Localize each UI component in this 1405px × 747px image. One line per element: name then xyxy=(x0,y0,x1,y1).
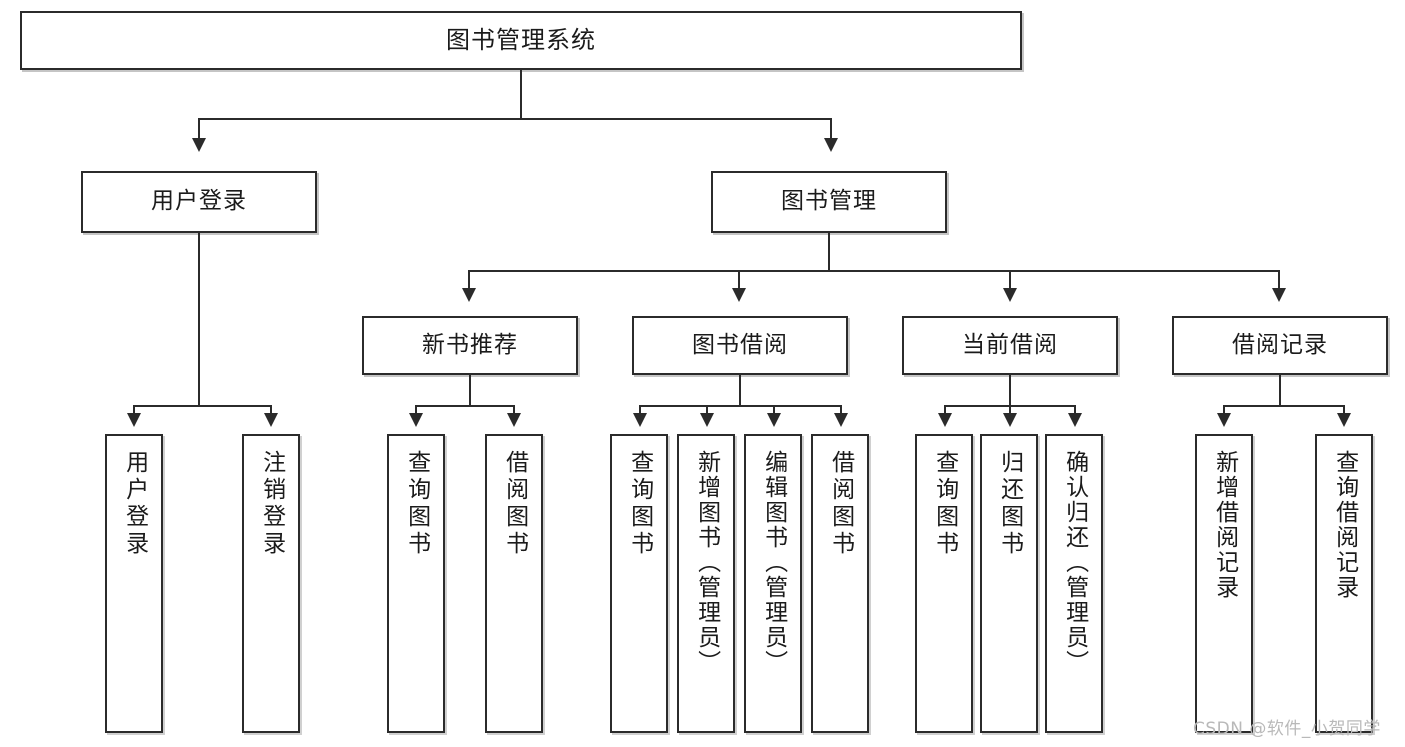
arrowhead-leaf-query-book-3 xyxy=(938,413,952,427)
node-label: 借阅记录 xyxy=(1232,331,1328,358)
node-label: 用户登录 xyxy=(151,188,247,215)
connector-root-drop-left xyxy=(198,118,200,140)
arrowhead-leaf-query-record xyxy=(1337,413,1351,427)
leaf-add-book-admin[interactable]: 新增图书（管理员） xyxy=(677,434,735,733)
leaf-borrow-book-newbook[interactable]: 借阅图书 xyxy=(485,434,543,733)
node-user-login[interactable]: 用户登录 xyxy=(81,171,317,233)
connector-userlogin-stem xyxy=(198,233,200,406)
connector-bookmgmt-stem xyxy=(828,233,830,271)
node-new-book-recommend[interactable]: 新书推荐 xyxy=(362,316,578,375)
arrowhead-leaf-add-book xyxy=(700,413,714,427)
node-root-system[interactable]: 图书管理系统 xyxy=(20,11,1022,70)
node-label: 图书管理 xyxy=(781,188,877,215)
leaf-return-book[interactable]: 归还图书 xyxy=(980,434,1038,733)
arrowhead-to-new-book xyxy=(462,288,476,302)
leaf-query-borrow-record[interactable]: 查询借阅记录 xyxy=(1315,434,1373,733)
leaf-label: 查询图书 xyxy=(931,450,958,558)
connector-root-bus xyxy=(198,118,831,120)
arrowhead-leaf-query-book-2 xyxy=(633,413,647,427)
arrowhead-leaf-add-record xyxy=(1217,413,1231,427)
arrowhead-leaf-edit-book xyxy=(767,413,781,427)
arrowhead-to-current-borrow xyxy=(1003,288,1017,302)
connector-bookborrow-drop-4 xyxy=(840,405,842,415)
leaf-label: 编辑图书（管理员） xyxy=(760,450,787,675)
connector-userlogin-bus xyxy=(133,405,270,407)
leaf-query-book-newbook[interactable]: 查询图书 xyxy=(387,434,445,733)
connector-bookborrow-drop-1 xyxy=(639,405,641,415)
connector-level3-drop-1 xyxy=(468,270,470,290)
leaf-label: 查询图书 xyxy=(626,450,653,558)
leaf-label: 新增借阅记录 xyxy=(1211,450,1238,600)
arrowhead-leaf-confirm-return xyxy=(1068,413,1082,427)
leaf-label: 查询借阅记录 xyxy=(1331,450,1358,600)
leaf-query-book-current[interactable]: 查询图书 xyxy=(915,434,973,733)
arrowhead-leaf-logout xyxy=(264,413,278,427)
leaf-borrow-book[interactable]: 借阅图书 xyxy=(811,434,869,733)
arrowhead-leaf-query-book-1 xyxy=(409,413,423,427)
leaf-label: 借阅图书 xyxy=(501,450,528,558)
connector-root-stem xyxy=(520,70,522,119)
connector-borrowrecord-drop-1 xyxy=(1223,405,1225,415)
connector-userlogin-drop-1 xyxy=(133,405,135,415)
connector-newbook-drop-2 xyxy=(513,405,515,415)
connector-newbook-bus xyxy=(415,405,514,407)
leaf-confirm-return-admin[interactable]: 确认归还（管理员） xyxy=(1045,434,1103,733)
node-label: 图书管理系统 xyxy=(446,26,596,55)
leaf-logout[interactable]: 注销登录 xyxy=(242,434,300,733)
arrowhead-leaf-borrow-book-1 xyxy=(507,413,521,427)
connector-level3-drop-3 xyxy=(1009,270,1011,290)
connector-bookborrow-drop-3 xyxy=(773,405,775,415)
arrowhead-leaf-borrow-book-2 xyxy=(834,413,848,427)
arrowhead-to-book-manage xyxy=(824,138,838,152)
arrowhead-leaf-return-book xyxy=(1003,413,1017,427)
leaf-label: 注销登录 xyxy=(258,450,285,558)
node-borrow-record[interactable]: 借阅记录 xyxy=(1172,316,1388,375)
connector-bookborrow-stem xyxy=(739,375,741,406)
connector-root-drop-right xyxy=(830,118,832,140)
leaf-label: 归还图书 xyxy=(996,450,1023,558)
leaf-label: 借阅图书 xyxy=(827,450,854,558)
leaf-label: 用户登录 xyxy=(121,450,148,558)
connector-currentborrow-drop-3 xyxy=(1074,405,1076,415)
connector-borrowrecord-drop-2 xyxy=(1343,405,1345,415)
connector-newbook-drop-1 xyxy=(415,405,417,415)
node-current-borrow[interactable]: 当前借阅 xyxy=(902,316,1118,375)
arrowhead-to-book-borrow xyxy=(732,288,746,302)
leaf-label: 查询图书 xyxy=(403,450,430,558)
node-label: 当前借阅 xyxy=(962,331,1058,358)
connector-level3-drop-2 xyxy=(738,270,740,290)
arrowhead-to-borrow-record xyxy=(1272,288,1286,302)
connector-borrowrecord-bus xyxy=(1223,405,1344,407)
arrowhead-leaf-user-login xyxy=(127,413,141,427)
connector-newbook-stem xyxy=(469,375,471,406)
connector-userlogin-drop-2 xyxy=(270,405,272,415)
connector-bookborrow-drop-2 xyxy=(706,405,708,415)
node-label: 图书借阅 xyxy=(692,331,788,358)
leaf-edit-book-admin[interactable]: 编辑图书（管理员） xyxy=(744,434,802,733)
leaf-label: 新增图书（管理员） xyxy=(693,450,720,675)
leaf-query-book-borrow[interactable]: 查询图书 xyxy=(610,434,668,733)
connector-bookborrow-bus xyxy=(639,405,841,407)
connector-currentborrow-drop-1 xyxy=(944,405,946,415)
arrowhead-to-user-login xyxy=(192,138,206,152)
connector-level3-drop-4 xyxy=(1278,270,1280,290)
node-book-management[interactable]: 图书管理 xyxy=(711,171,947,233)
node-label: 新书推荐 xyxy=(422,331,518,358)
leaf-user-login[interactable]: 用户登录 xyxy=(105,434,163,733)
connector-level3-bus xyxy=(468,270,1280,272)
connector-currentborrow-drop-2 xyxy=(1009,405,1011,415)
leaf-label: 确认归还（管理员） xyxy=(1061,450,1088,675)
leaf-add-borrow-record[interactable]: 新增借阅记录 xyxy=(1195,434,1253,733)
node-book-borrow[interactable]: 图书借阅 xyxy=(632,316,848,375)
connector-borrowrecord-stem xyxy=(1279,375,1281,406)
connector-currentborrow-stem xyxy=(1009,375,1011,406)
